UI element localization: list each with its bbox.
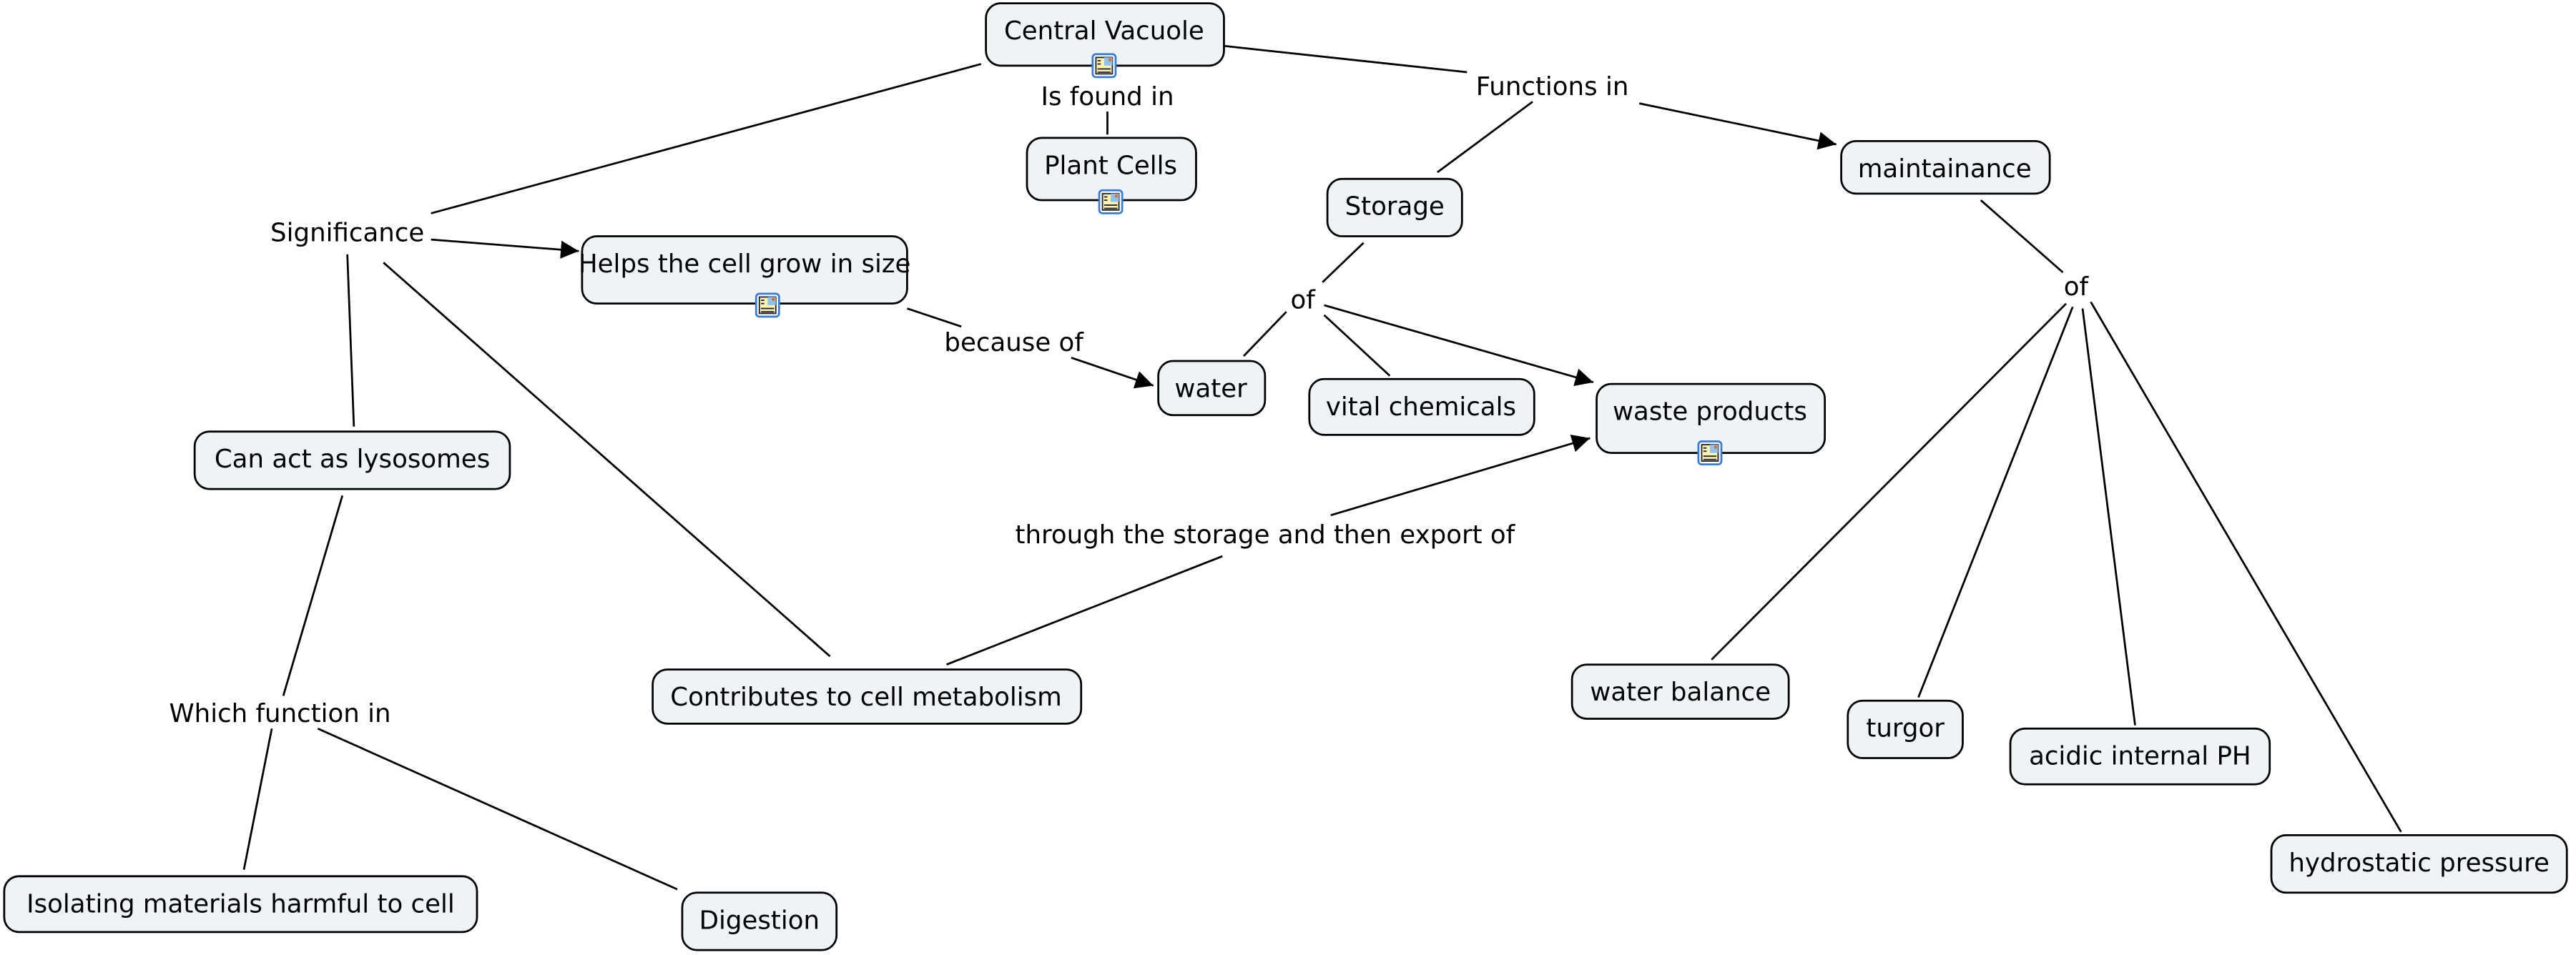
concept-turgor[interactable]: turgor [1847, 699, 1964, 759]
svg-text:Can act as lysosomes: Can act as lysosomes [215, 445, 490, 474]
link-functions-in: Functions in [1476, 72, 1629, 102]
concept-digestion[interactable]: Digestion [681, 891, 838, 951]
svg-text:hydrostatic pressure: hydrostatic pressure [2289, 848, 2549, 878]
link-of-storage: of [1291, 286, 1317, 315]
concept-isolating[interactable]: Isolating materials harmful to cell [3, 875, 478, 934]
link-through-storage: through the storage and then export of [1016, 520, 1516, 550]
document-image-icon[interactable] [1098, 189, 1124, 214]
link-of-maintainance: of [2064, 272, 2090, 302]
concept-waste-products[interactable]: waste products [1596, 382, 1827, 466]
document-image-icon[interactable] [1697, 440, 1723, 466]
concept-storage[interactable]: Storage [1326, 177, 1463, 237]
svg-text:Digestion: Digestion [699, 906, 820, 935]
document-image-icon[interactable] [1091, 53, 1117, 79]
concept-central-vacuole[interactable]: Central Vacuole [985, 2, 1225, 79]
link-labels: Is found in Functions in of of Significa… [169, 72, 2089, 728]
svg-text:Helps the cell grow in size: Helps the cell grow in size [579, 249, 911, 279]
svg-text:acidic internal PH: acidic internal PH [2029, 742, 2251, 771]
document-image-icon[interactable] [754, 292, 780, 318]
link-is-found-in: Is found in [1041, 82, 1174, 112]
link-which-function-in: Which function in [169, 699, 390, 728]
concept-plant-cells[interactable]: Plant Cells [1026, 137, 1197, 214]
link-significance: Significance [270, 218, 424, 247]
svg-text:maintainance: maintainance [1858, 154, 2032, 184]
svg-text:Isolating materials harmful to: Isolating materials harmful to cell [26, 889, 455, 919]
svg-text:turgor: turgor [1866, 714, 1945, 743]
svg-text:waste products: waste products [1613, 397, 1807, 427]
concept-maintainance[interactable]: maintainance [1840, 140, 2051, 195]
svg-text:water: water [1174, 375, 1247, 404]
concept-hydrostatic[interactable]: hydrostatic pressure [2270, 834, 2568, 894]
svg-text:vital chemicals: vital chemicals [1326, 392, 1516, 422]
concept-helps-grow[interactable]: Helps the cell grow in size [579, 235, 911, 318]
svg-text:Plant Cells: Plant Cells [1044, 151, 1177, 180]
concept-vital-chemicals[interactable]: vital chemicals [1308, 377, 1535, 436]
svg-text:Central Vacuole: Central Vacuole [1004, 16, 1204, 46]
concept-metabolism[interactable]: Contributes to cell metabolism [652, 668, 1083, 725]
connections [242, 44, 2402, 891]
concept-water-balance[interactable]: water balance [1570, 663, 1790, 720]
svg-text:Storage: Storage [1345, 192, 1445, 222]
svg-text:water balance: water balance [1590, 678, 1771, 707]
concept-water[interactable]: water [1157, 360, 1267, 417]
concept-lysosomes[interactable]: Can act as lysosomes [193, 430, 511, 490]
concept-acidic-ph[interactable]: acidic internal PH [2009, 727, 2271, 786]
svg-text:Contributes to cell metabolism: Contributes to cell metabolism [670, 683, 1062, 712]
link-because-of: because of [944, 328, 1084, 357]
